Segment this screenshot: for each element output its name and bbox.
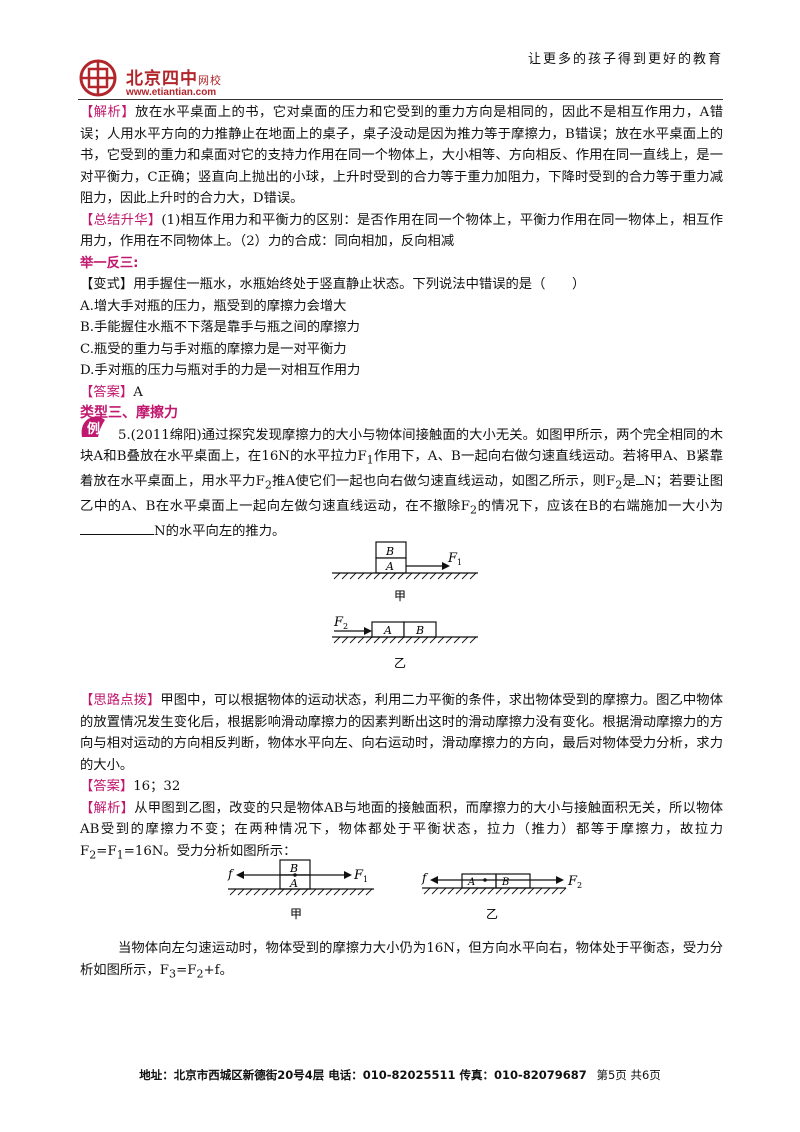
analysis-1: 【解析】放在水平桌面上的书，它对桌面的压力和它受到的重力方向是相同的，因此不是相… [80,105,723,206]
hint-tag: 【思路点拨】 [80,693,161,708]
hint: 【思路点拨】甲图中，可以根据物体的运动状态，利用二力平衡的条件，求出物体受到的摩… [80,693,724,773]
page-footer: 地址：北京市西城区新德街20号4层 电话：010-82025511 传真：010… [0,1067,800,1083]
svg-text:1: 1 [363,875,368,884]
document-body: 【解析】放在水平桌面上的书，它对桌面的压力和它受到的重力方向是相同的，因此不是相… [80,102,723,543]
variant-answer: 【答案】A [80,384,143,400]
ground-hatch [229,888,373,896]
svg-text:2: 2 [343,622,348,631]
logo-brand: 北京四中网校 [126,69,222,89]
variant-option-a: A.增大手对瓶的压力，瓶受到的摩擦力会增大 [80,298,347,314]
svg-text:B: B [415,624,424,637]
answer-5: 【答案】16；32 [80,779,181,794]
variant-question: 【变式】用手握住一瓶水，水瓶始终处于竖直静止状态。下列说法中错误的是（ ） [80,277,586,292]
figure-side-blocks: F 2 A B 乙 [332,615,478,670]
logo-url: www.etiantian.com [126,87,217,98]
svg-text:f: f [421,871,429,885]
variant-option-c: C.瓶受的重力与手对瓶的摩擦力是一对平衡力 [80,341,347,357]
question-5-text: 5.(2011绵阳)通过探究发现摩擦力的大小与物体间接触面的大小无关。如图甲所示… [80,427,724,540]
variant-option-b: B.手能握住水瓶不下落是靠手与瓶之间的摩擦力 [80,320,360,335]
variant-tag: 【变式】 [80,277,134,292]
force-f2-arrow-right [556,876,564,884]
svg-text:A: A [385,560,394,573]
figure-force-analysis-stacked: B A f F 1 甲 [227,859,374,921]
svg-text:A: A [383,624,392,637]
ground-hatch [333,572,477,580]
example-5: 例 5.(2011绵阳)通过探究发现摩擦力的大小与物体间接触面的大小无关。如图甲… [80,416,724,543]
svg-text:2: 2 [577,881,582,890]
svg-text:B: B [385,545,394,558]
svg-text:例: 例 [87,421,100,437]
analysis-5: 【解析】从甲图到乙图，改变的只是物体AB与地面的接触面积，而摩擦力的大小与接触面… [80,800,724,862]
svg-text:F: F [353,868,364,883]
friction-arrow-left [236,871,244,879]
section-3-heading: 类型三、摩擦力 [80,405,178,421]
svg-text:B: B [289,862,298,875]
final-paragraph: 当物体向左匀速运动时，物体受到的摩擦力大小仍为16N，但方向水平向右，物体处于平… [80,941,723,981]
svg-text:A: A [467,877,475,888]
svg-text:乙: 乙 [486,907,498,921]
force-f1-arrow-right [344,871,352,879]
document-body-final: 当物体向左匀速运动时，物体受到的摩擦力大小仍为16N，但方向水平向右，物体处于平… [80,938,723,985]
variant-option-d: D.手对瓶的压力与瓶对手的力是一对相互作用力 [80,363,361,378]
header-divider [78,99,723,100]
document-body-lower: 【思路点拨】甲图中，可以根据物体的运动状态，利用二力平衡的条件，求出物体受到的摩… [80,690,723,866]
svg-text:B: B [501,877,509,888]
svg-text:1: 1 [457,558,462,567]
ground-hatch [333,636,477,644]
svg-text:F: F [447,551,458,566]
logo: 北京四中网校 www.etiantian.com [78,58,221,102]
summary-tag: 【总结升华】 [80,212,162,228]
header-slogan: 让更多的孩子得到更好的教育 [527,52,723,67]
footer-page-number: 第5页 共6页 [596,1068,661,1082]
svg-text:甲: 甲 [394,589,406,603]
footer-address: 地址：北京市西城区新德街20号4层 电话：010-82025511 传真：010… [139,1068,587,1082]
answer-blank-2[interactable] [80,522,154,536]
section-practice-heading: 举一反三: [80,255,139,271]
svg-text:F: F [333,615,344,630]
answer-blank-1[interactable] [636,472,645,486]
svg-text:f: f [227,867,235,881]
svg-text:A: A [289,877,298,890]
logo-emblem-icon [79,59,117,97]
analysis-tag: 【解析】 [80,105,136,120]
figure-force-analysis-side: f A B F 2 乙 [421,871,582,921]
summary: 【总结升华】(1)相互作用力和平衡力的区别：是否作用在同一个物体上，平衡力作用在… [80,212,724,250]
example-badge-icon: 例 [81,416,105,437]
svg-text:甲: 甲 [290,907,302,921]
ground-hatch [423,887,567,895]
svg-text:F: F [567,874,578,889]
svg-text:乙: 乙 [394,656,406,670]
friction-arrow-left [430,876,438,884]
figure-stacked-blocks: B A F 1 甲 [332,541,478,603]
